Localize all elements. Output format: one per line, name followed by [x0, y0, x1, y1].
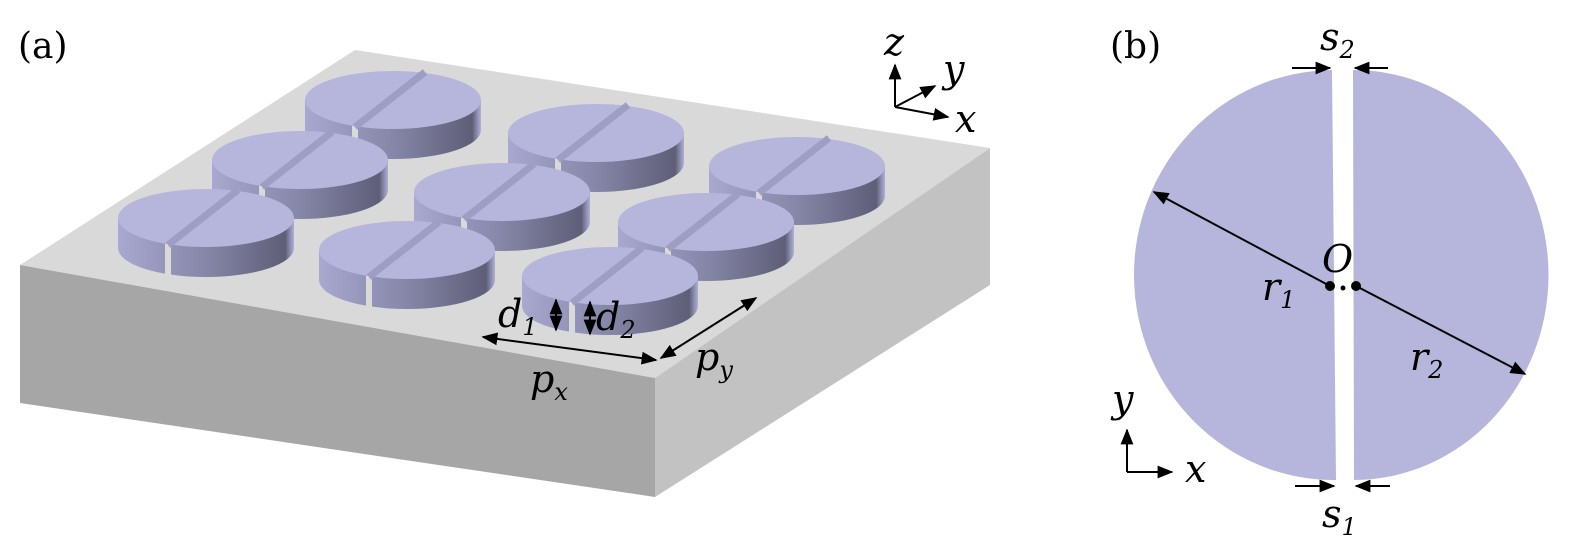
origin-label: O: [1322, 237, 1353, 281]
disk-groove: [756, 135, 832, 196]
axis-x-label-b: x: [1185, 447, 1206, 491]
panel-b-label: (b): [1110, 26, 1161, 67]
right-half-disk: [1353, 69, 1549, 480]
axis-x-label: x: [955, 97, 976, 141]
axes-a: z y x: [883, 20, 976, 141]
split-disk: [522, 245, 698, 335]
axes-b: y x: [1110, 377, 1206, 491]
left-half-disk: [1133, 70, 1336, 481]
r1-label: r1: [1262, 265, 1295, 314]
disk-groove: [461, 161, 537, 222]
disk-groove: [165, 187, 241, 248]
disk-groove: [259, 129, 335, 190]
split-disk: [118, 187, 294, 277]
slab-right: [655, 148, 990, 497]
disk-groove: [665, 191, 741, 252]
gap-annotations: s2 s1: [1292, 15, 1390, 541]
radius-annotations: O r1 r2: [1152, 191, 1527, 384]
axis-y-label-b: y: [1110, 377, 1134, 421]
slab-front: [20, 265, 655, 497]
panel-a-label: (a): [18, 26, 68, 67]
disk-groove: [366, 219, 442, 280]
py-label: py: [695, 335, 733, 384]
split-disk-array: [118, 69, 885, 335]
thickness-annotations: d1 d2: [498, 292, 636, 344]
disk-groove: [569, 245, 645, 306]
px-label: px: [530, 357, 568, 406]
s2-label: s2: [1320, 15, 1355, 64]
split-disk-top-view: [1133, 69, 1549, 481]
split-disk: [319, 219, 495, 309]
axis-y-label: y: [941, 47, 965, 91]
r2-label: r2: [1410, 335, 1443, 384]
disk-groove: [352, 69, 428, 130]
axis-z-label: z: [883, 20, 905, 64]
disk-groove: [555, 102, 631, 163]
s1-label: s1: [1322, 492, 1357, 541]
period-annotations: px py: [481, 297, 758, 406]
